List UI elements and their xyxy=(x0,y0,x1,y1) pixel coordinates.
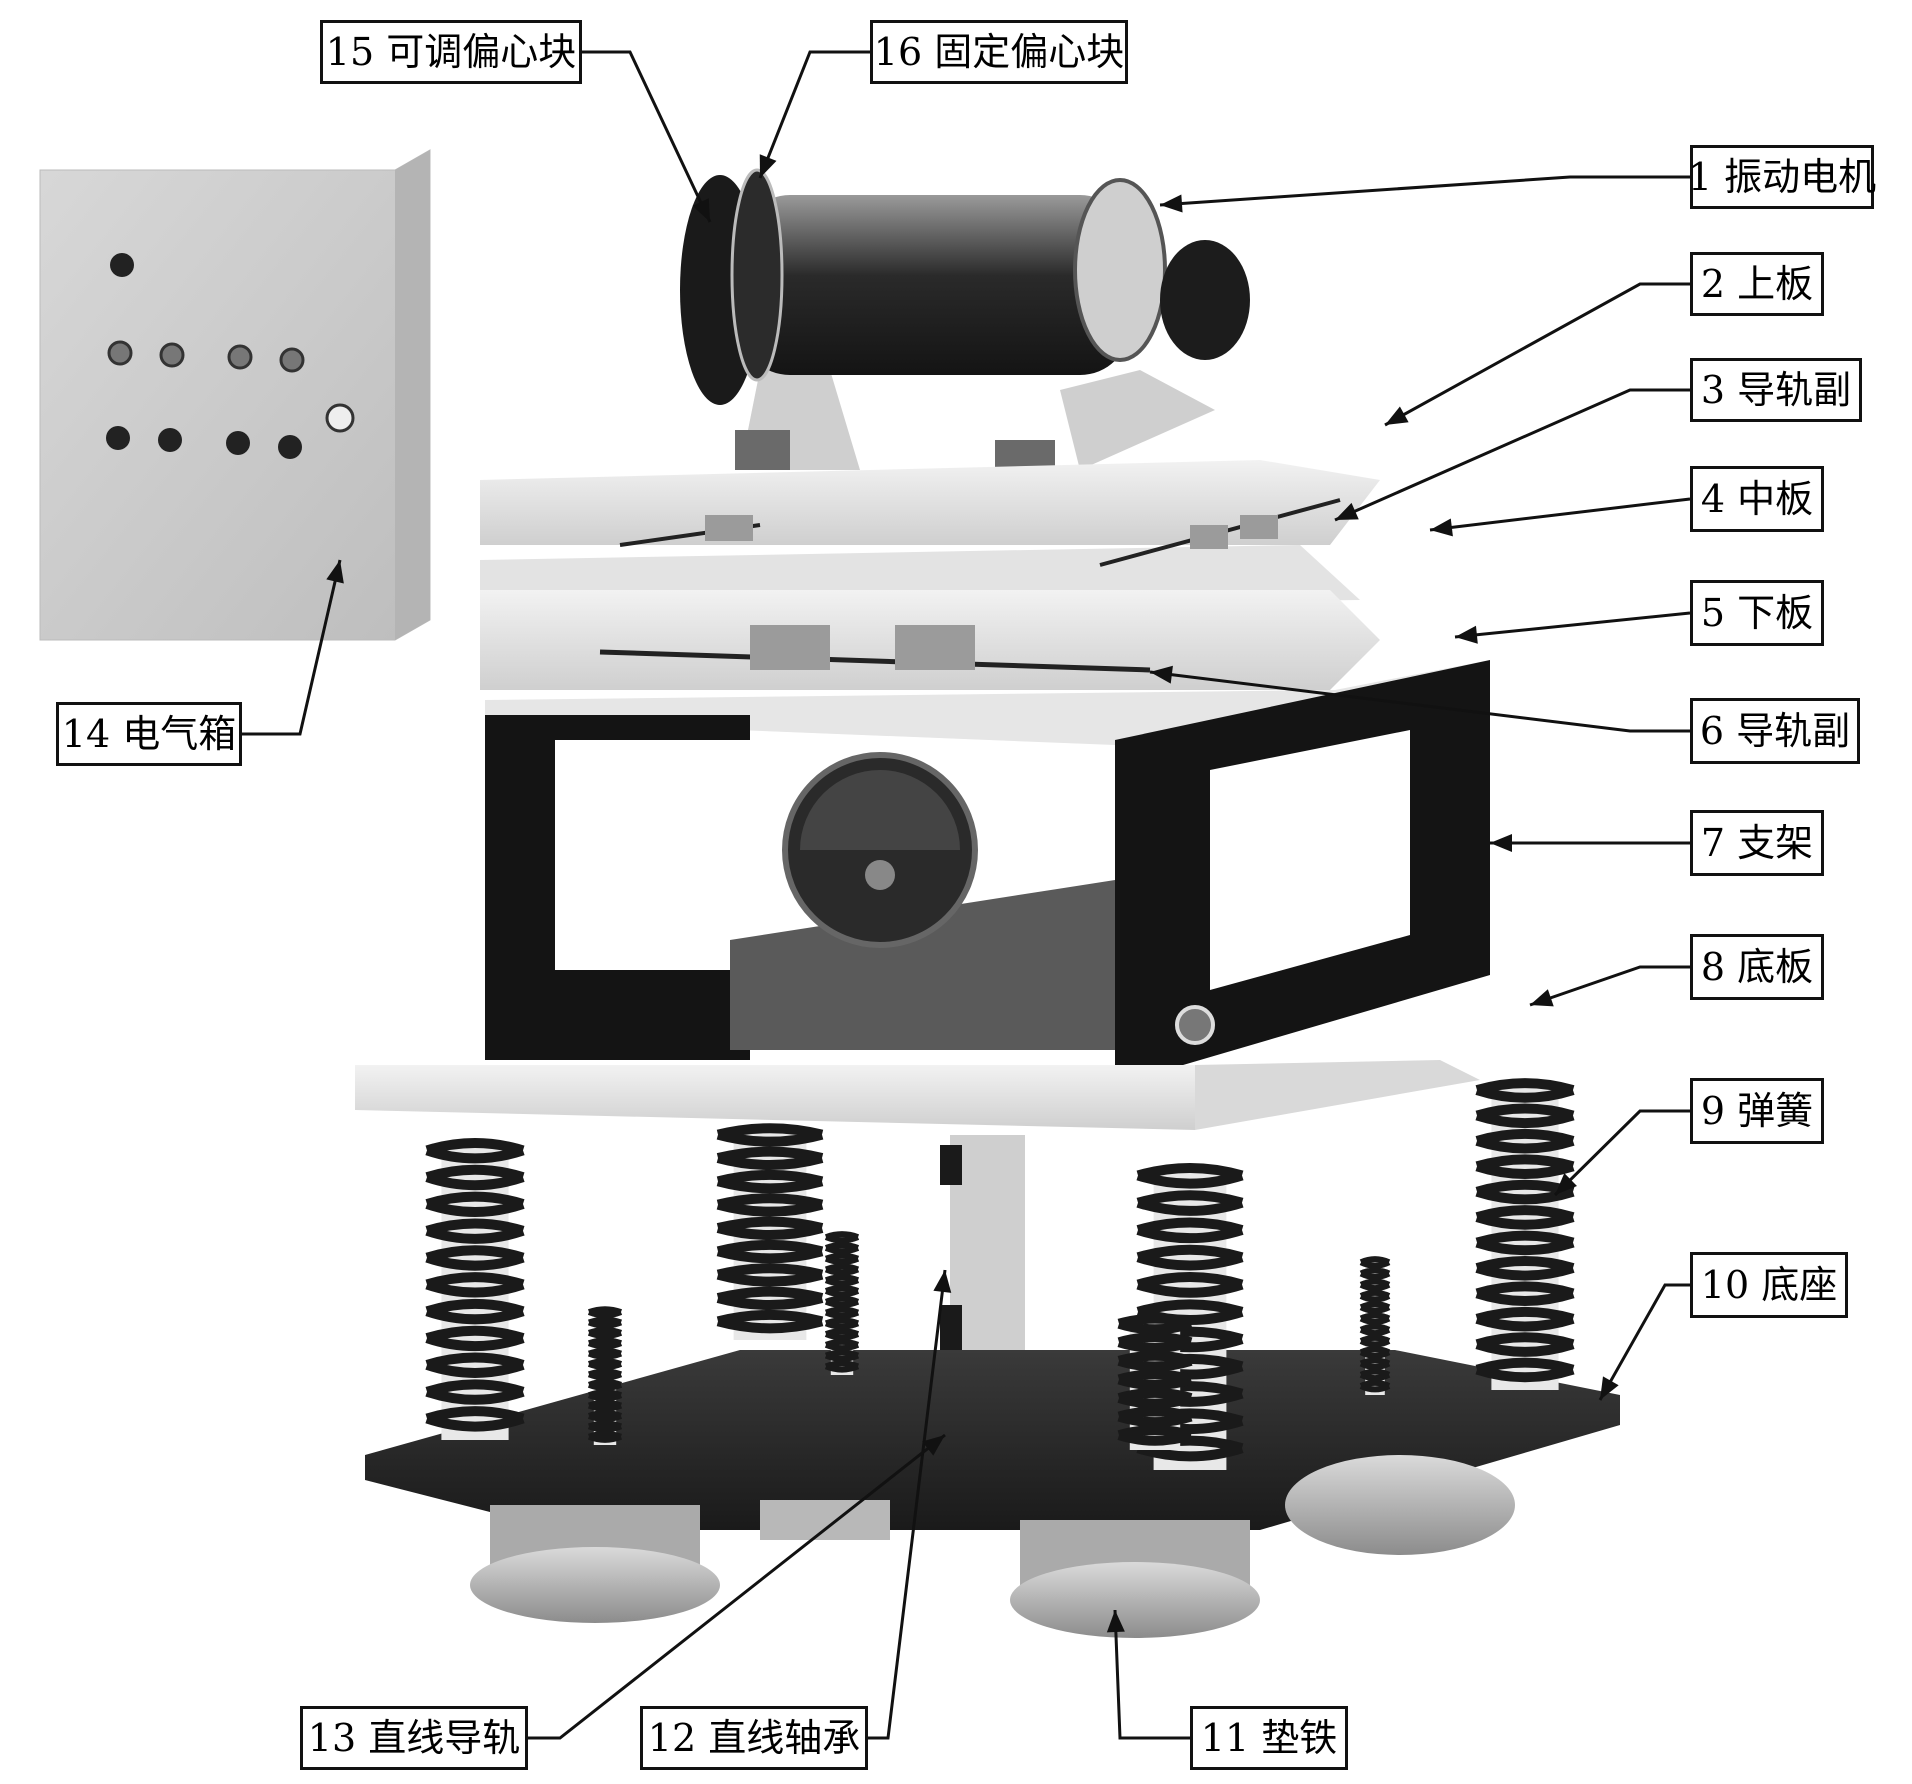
callout-vibration-motor: 1 振动电机 xyxy=(1688,145,1876,209)
base-plate xyxy=(355,1060,1480,1130)
callout-adjustable-eccentric: 15 可调偏心块 xyxy=(320,20,582,84)
leader-line-6 xyxy=(1149,670,1690,733)
arrowhead-13 xyxy=(922,1435,945,1456)
leader-line-12 xyxy=(868,1269,947,1740)
leader-line-1 xyxy=(1159,175,1690,207)
leader-line-16 xyxy=(758,50,870,179)
callout-lower-plate: 5 下板 xyxy=(1690,580,1824,646)
spring-8 xyxy=(1117,1313,1193,1446)
spring-4 xyxy=(1475,1078,1575,1383)
callout-upper-plate: 2 上板 xyxy=(1690,252,1824,316)
lower-plate-assembly xyxy=(480,590,1380,690)
callout-linear-guide: 13 直线导轨 xyxy=(300,1706,528,1770)
leader-line-2 xyxy=(1384,282,1690,427)
leader-line-9 xyxy=(1553,1109,1690,1197)
bracket-frame xyxy=(485,660,1490,1085)
leader-line-14 xyxy=(242,559,342,736)
callout-base-seat: 10 底座 xyxy=(1690,1252,1848,1318)
spring-2 xyxy=(716,1123,824,1334)
callout-guide-rail-pair-upper: 3 导轨副 xyxy=(1690,358,1862,422)
spring-6 xyxy=(824,1231,860,1373)
leader-line-3 xyxy=(1334,388,1690,522)
callout-base-plate: 8 底板 xyxy=(1690,934,1824,1000)
leader-line-13 xyxy=(528,1433,946,1740)
arrowhead-12 xyxy=(933,1270,952,1293)
callout-electrical-box: 14 电气箱 xyxy=(56,702,242,766)
vibration-motor xyxy=(680,168,1250,480)
callout-fixed-eccentric: 16 固定偏心块 xyxy=(870,20,1128,84)
leader-lines xyxy=(242,50,1691,1740)
arrowhead-6 xyxy=(1150,665,1173,684)
arrowhead-8 xyxy=(1530,989,1554,1007)
arrowhead-3 xyxy=(1335,502,1359,520)
upper-plate-assembly xyxy=(480,460,1380,610)
shim-feet xyxy=(470,1455,1515,1638)
spring-1 xyxy=(425,1137,525,1432)
arrowhead-9 xyxy=(1555,1173,1577,1195)
arrowhead-2 xyxy=(1385,406,1409,425)
electrical-box xyxy=(39,149,431,641)
arrowhead-1 xyxy=(1160,194,1183,213)
callout-shim: 11 垫铁 xyxy=(1190,1706,1348,1770)
leader-line-8 xyxy=(1529,965,1690,1007)
leader-line-5 xyxy=(1454,611,1691,639)
leader-line-10 xyxy=(1598,1283,1690,1401)
springs xyxy=(425,1078,1575,1470)
leader-line-4 xyxy=(1429,497,1691,532)
arrowhead-10 xyxy=(1600,1376,1619,1400)
arrowhead-16 xyxy=(759,154,777,178)
leader-line-15 xyxy=(582,50,712,223)
arrowhead-15 xyxy=(692,198,710,222)
spring-7 xyxy=(1359,1256,1391,1393)
arrowhead-5 xyxy=(1455,625,1478,644)
callout-linear-bearing: 12 直线轴承 xyxy=(640,1706,868,1770)
callout-bracket: 7 支架 xyxy=(1690,810,1824,876)
arrowhead-4 xyxy=(1430,518,1453,537)
spring-5 xyxy=(587,1306,623,1443)
callout-spring: 9 弹簧 xyxy=(1690,1078,1824,1144)
callout-middle-plate: 4 中板 xyxy=(1690,466,1824,532)
leader-line-11 xyxy=(1113,1609,1190,1740)
arrowhead-7 xyxy=(1490,834,1512,852)
arrowhead-14 xyxy=(326,560,344,584)
arrowhead-11 xyxy=(1106,1610,1125,1633)
callout-guide-rail-pair-lower: 6 导轨副 xyxy=(1690,698,1860,764)
